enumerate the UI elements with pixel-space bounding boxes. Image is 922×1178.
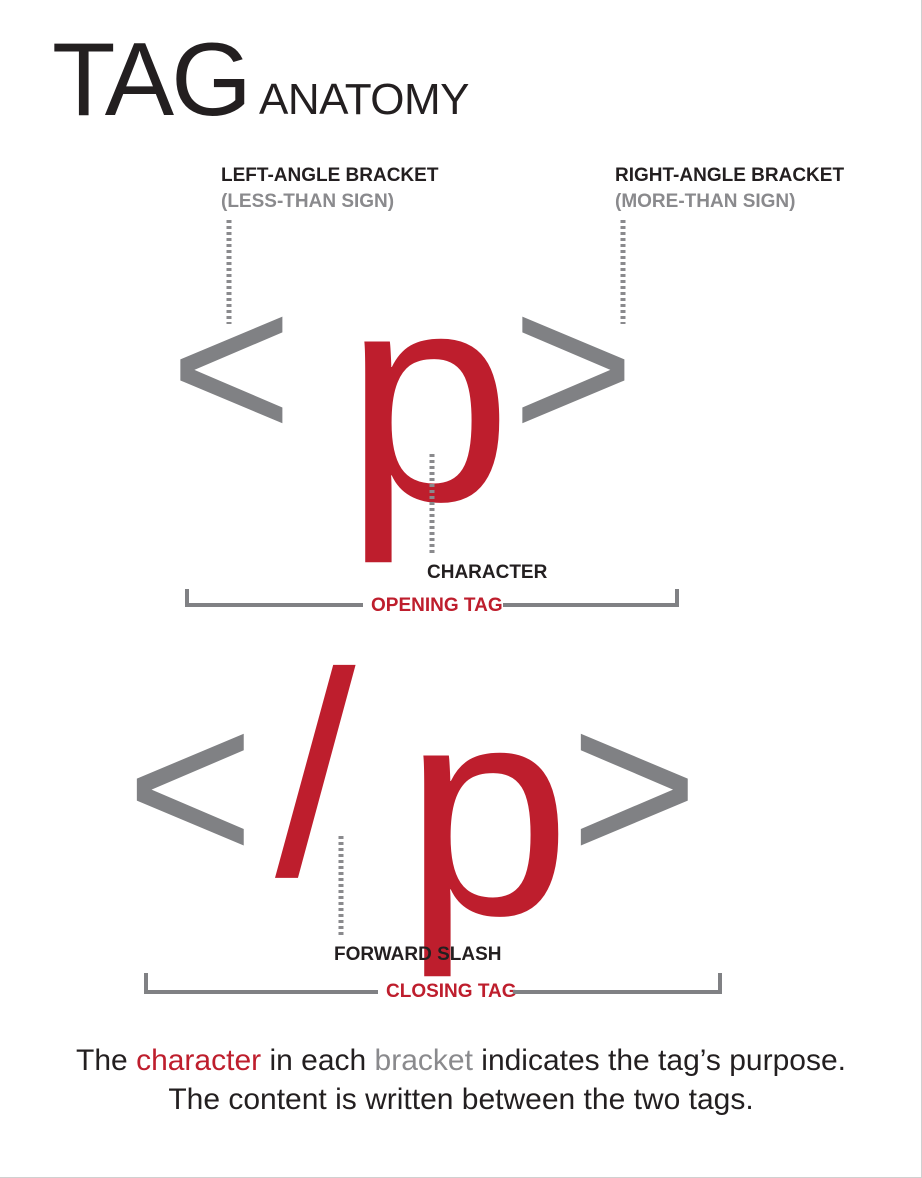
character-label: CHARACTER <box>427 562 548 583</box>
closing-tag-rule-right <box>513 973 722 994</box>
caption-line-2: The content is written between the two t… <box>168 1083 754 1116</box>
caption-text: in each <box>261 1044 375 1077</box>
closing-tag-character: p <box>404 642 571 978</box>
right-bracket-sublabel: (MORE-THAN SIGN) <box>615 191 796 212</box>
closing-forward-slash: / <box>275 613 356 937</box>
right-bracket-label: RIGHT-ANGLE BRACKET <box>615 165 845 186</box>
title-sub: ANATOMY <box>259 75 470 124</box>
left-bracket-sublabel: (LESS-THAN SIGN) <box>221 191 395 212</box>
left-bracket-label: LEFT-ANGLE BRACKET <box>221 165 439 186</box>
opening-left-angle-bracket: < <box>170 249 293 484</box>
opening-tag-character: p <box>345 228 512 564</box>
closing-right-angle-bracket: > <box>570 663 699 909</box>
opening-tag-rule-left <box>185 589 363 607</box>
caption-highlight-character: character <box>136 1044 262 1077</box>
title-main: TAG <box>52 22 252 138</box>
caption-highlight-bracket: bracket <box>374 1044 473 1077</box>
caption-text: The <box>76 1044 137 1077</box>
closing-tag-caption: CLOSING TAG <box>386 981 517 1002</box>
caption-line-1: The character in each bracket indicates … <box>0 1044 922 1078</box>
opening-tag-caption: OPENING TAG <box>371 595 503 616</box>
forward-slash-label: FORWARD SLASH <box>334 944 502 965</box>
closing-left-angle-bracket: < <box>126 663 255 909</box>
closing-tag-rule-left <box>144 973 378 994</box>
opening-right-angle-bracket: > <box>512 249 635 484</box>
opening-tag-rule-right <box>503 589 679 607</box>
caption-text: indicates the tag’s purpose. <box>472 1044 846 1077</box>
